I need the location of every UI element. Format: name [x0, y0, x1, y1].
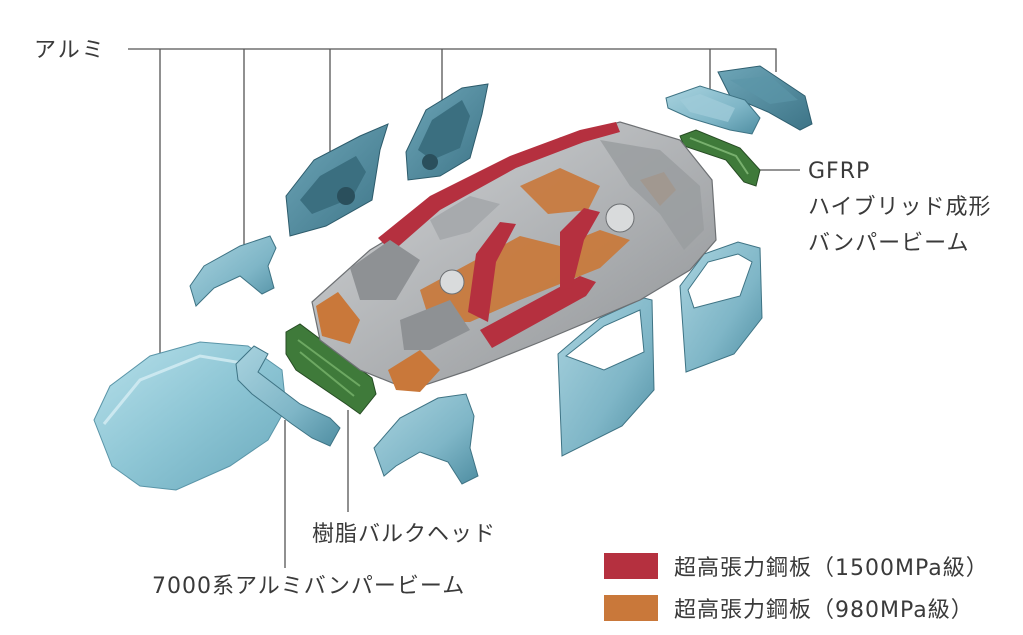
rear-door-inner	[405, 83, 489, 181]
front-fender-left	[189, 235, 277, 307]
legend-item-1500mpa: 超高張力鋼板（1500MPa級）	[604, 550, 989, 582]
front-fender-right	[373, 393, 479, 485]
aluminum-bumper-beam	[235, 345, 341, 447]
front-door-inner	[285, 123, 389, 237]
label-gfrp-hybrid: ハイブリッド成形	[808, 195, 992, 220]
rear-inner-panel	[665, 85, 761, 135]
label-resin-bulkhead: 樹脂バルクヘッド	[312, 522, 496, 547]
label-gfrp-beam: バンパービーム	[808, 231, 969, 256]
label-bumper-beam-7000: 7000系アルミバンパービーム	[152, 574, 465, 599]
legend-item-980mpa: 超高張力鋼板（980MPa級）	[604, 592, 974, 624]
legend-label-1500mpa: 超高張力鋼板（1500MPa級）	[674, 556, 989, 581]
rear-door-outer	[679, 241, 763, 373]
legend-swatch-red	[604, 553, 658, 579]
gfrp-bumper-beam	[679, 129, 761, 187]
front-door-outer	[557, 297, 655, 457]
body-frame	[311, 121, 717, 392]
label-aluminum: アルミ	[34, 38, 106, 63]
legend-swatch-orange	[604, 595, 658, 621]
label-gfrp: GFRP	[808, 159, 870, 184]
leader-lines	[128, 48, 800, 568]
legend-label-980mpa: 超高張力鋼板（980MPa級）	[674, 598, 974, 623]
aluminum-leader-top	[128, 48, 777, 72]
